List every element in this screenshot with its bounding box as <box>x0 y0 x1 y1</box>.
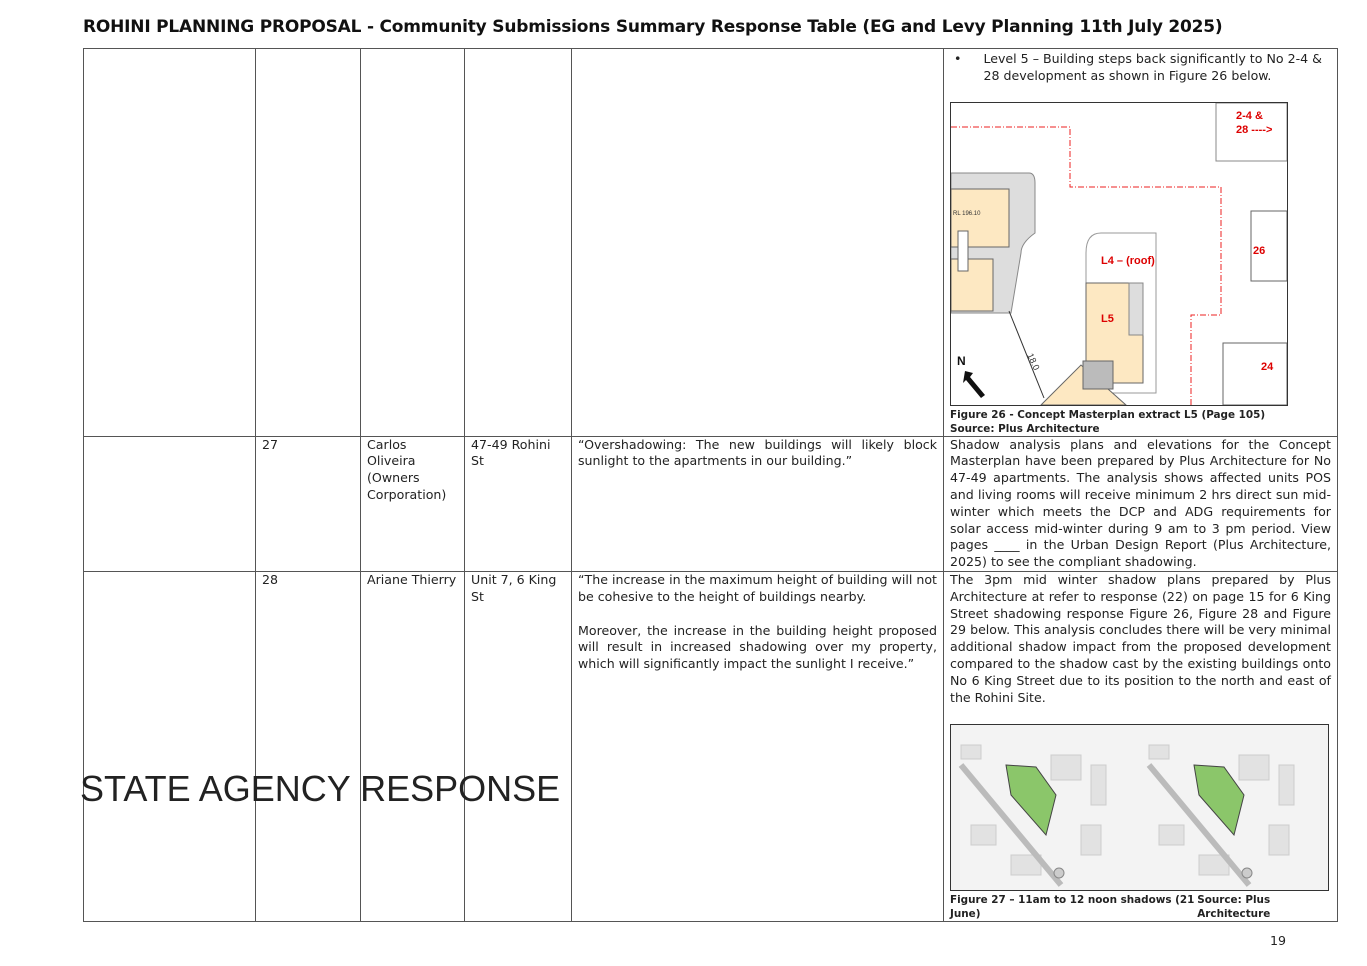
response-text: The 3pm mid winter shadow plans prepared… <box>950 571 1331 705</box>
submission-text: “The increase in the maximum height of b… <box>578 571 937 604</box>
state-agency-response-heading: STATE AGENCY RESPONSE <box>80 768 561 809</box>
page-number: 19 <box>1270 933 1287 948</box>
figure-27-shadow-plans <box>950 724 1329 892</box>
figure-26-masterplan: 18.0 RL 196.10 2-4 & 28 ----> 26 24 L4 –… <box>950 101 1288 406</box>
rl-label: RL 196.10 <box>953 211 981 217</box>
figure-26-caption: Figure 26 - Concept Masterplan extract L… <box>950 408 1266 421</box>
label-l5: L5 <box>1101 313 1114 325</box>
submitter-address: 47-49 Rohini St <box>464 435 572 572</box>
label-24: 24 <box>1261 361 1274 373</box>
submission-text: “Overshadowing: The new buildings will l… <box>578 436 937 469</box>
table-row: •Level 5 – Building steps back significa… <box>83 48 1338 437</box>
submission-text: Moreover, the increase in the building h… <box>578 622 937 672</box>
label-2-4: 2-4 & <box>1236 110 1263 122</box>
figure-27-caption: Figure 27 – 11am to 12 noon shadows (21 … <box>950 894 1195 921</box>
label-l4-roof: L4 – (roof) <box>1101 255 1155 267</box>
submitter-name: Ariane Thierry <box>360 570 465 923</box>
table-row: 28 Ariane Thierry Unit 7, 6 King St “The… <box>83 570 1338 923</box>
figure-27-source: Source: Plus Architecture <box>1197 894 1271 921</box>
label-28: 28 ----> <box>1236 124 1272 136</box>
response-text: Shadow analysis plans and elevations for… <box>943 435 1338 572</box>
north-arrow-icon <box>963 370 985 398</box>
document-title: ROHINI PLANNING PROPOSAL - Community Sub… <box>83 17 1223 37</box>
submission-number: 28 <box>255 570 361 923</box>
dim-label: 18.0 <box>1025 351 1041 371</box>
submitter-name: Carlos Oliveira (Owners Corporation) <box>360 435 465 572</box>
submission-number: 27 <box>255 435 361 572</box>
north-label: N <box>957 354 966 368</box>
bullet-text: Level 5 – Building steps back significan… <box>983 51 1322 83</box>
label-26: 26 <box>1253 245 1265 257</box>
table-row: 27 Carlos Oliveira (Owners Corporation) … <box>83 435 1338 572</box>
bullet-item: •Level 5 – Building steps back significa… <box>950 51 1331 85</box>
submitter-address: Unit 7, 6 King St <box>464 570 572 923</box>
submissions-table: •Level 5 – Building steps back significa… <box>83 48 1338 923</box>
figure-26-source: Source: Plus Architecture <box>950 422 1100 435</box>
